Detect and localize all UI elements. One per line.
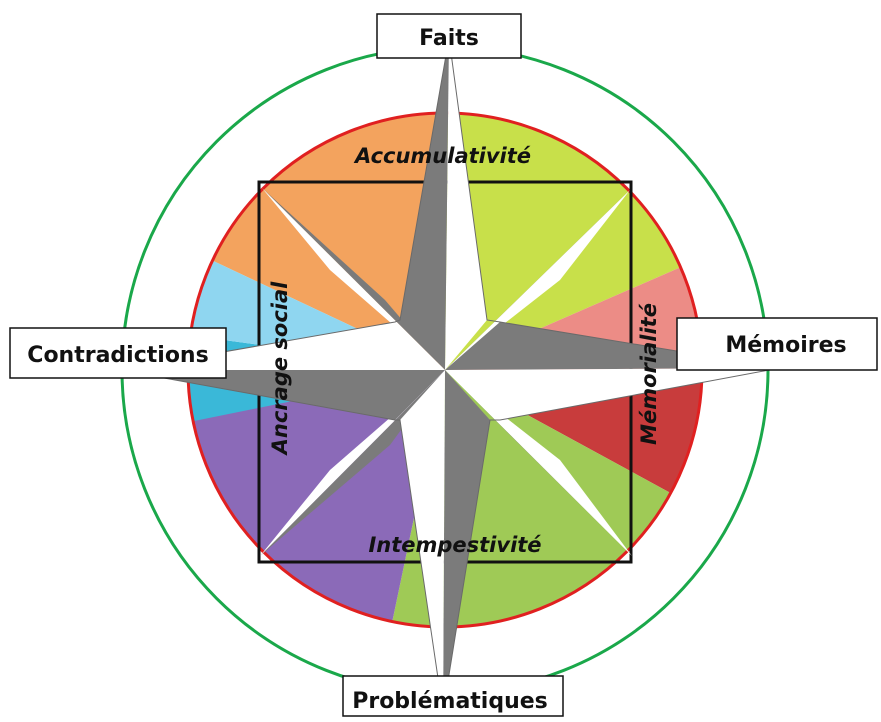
direction-west-label: Contradictions bbox=[27, 343, 208, 368]
direction-north-box: Faits bbox=[376, 13, 522, 59]
direction-east-label: Mémoires bbox=[725, 333, 846, 358]
star-point-n-light bbox=[445, 38, 487, 370]
side-label-top: Accumulativité bbox=[353, 144, 531, 168]
star-point-e-light bbox=[445, 368, 780, 420]
side-label-bottom: Intempestivité bbox=[368, 533, 541, 557]
star-point-nw-light bbox=[262, 188, 445, 370]
compass-star bbox=[119, 37, 781, 713]
star-point-se-light bbox=[445, 370, 632, 556]
star-point-s-light bbox=[400, 370, 445, 712]
star-point-sw-light bbox=[260, 370, 445, 556]
star-point-ne-light bbox=[445, 190, 630, 370]
star-point-w-dark bbox=[120, 370, 445, 420]
star-point-s-dark bbox=[443, 370, 490, 712]
direction-east-box: Mémoires bbox=[676, 317, 878, 371]
star-point-n-dark bbox=[400, 38, 449, 370]
direction-west-box: Contradictions bbox=[9, 327, 227, 379]
direction-south-box: Problématiques bbox=[342, 675, 564, 717]
direction-south-label: Problématiques bbox=[352, 689, 548, 714]
side-label-right: Mémorialité bbox=[637, 303, 661, 445]
direction-north-label: Faits bbox=[419, 26, 479, 51]
side-label-left: Ancrage social bbox=[268, 281, 292, 457]
